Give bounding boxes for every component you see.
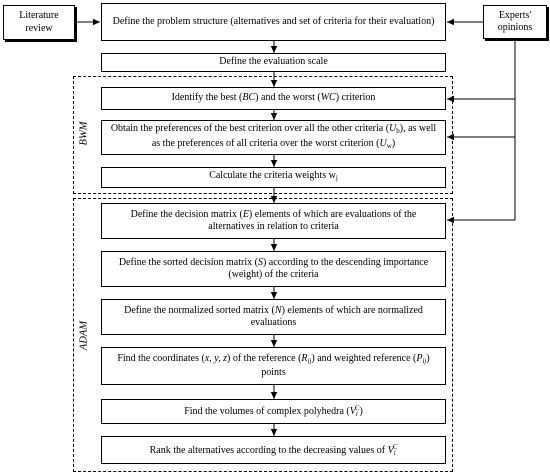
step-define-problem-structure: Define the problem structure (alternativ… xyxy=(101,3,446,41)
bwm-group-label: BWM xyxy=(78,121,90,146)
step8-text: Define the normalized sorted matrix (N) … xyxy=(124,304,423,329)
step10-text: Find the volumes of complex polyhedra (V… xyxy=(184,404,363,419)
literature-review-label: Literature review xyxy=(19,10,59,34)
step-obtain-preferences: Obtain the preferences of the best crite… xyxy=(101,120,446,155)
step7-text: Define the sorted decision matrix (S) ac… xyxy=(118,256,429,281)
step-define-decision-matrix: Define the decision matrix (E) elements … xyxy=(101,203,446,239)
step-calculate-weights: Calculate the criteria weights wj xyxy=(101,167,446,188)
step6-text: Define the decision matrix (E) elements … xyxy=(130,208,417,233)
step-define-sorted-matrix: Define the sorted decision matrix (S) ac… xyxy=(101,251,446,287)
adam-group xyxy=(73,198,453,472)
step-rank-alternatives: Rank the alternatives according to the d… xyxy=(101,436,446,464)
step-find-coordinates: Find the coordinates (x, y, z) of the re… xyxy=(101,347,446,385)
step4-text: Obtain the preferences of the best crite… xyxy=(110,123,437,150)
step3-text: Identify the best (BC) and the worst (WC… xyxy=(171,92,376,104)
step-define-normalized-matrix: Define the normalized sorted matrix (N) … xyxy=(101,299,446,335)
step-define-evaluation-scale: Define the evaluation scale xyxy=(101,53,446,72)
step9-text: Find the coordinates (x, y, z) of the re… xyxy=(117,352,430,379)
experts-opinions-box: Experts' opinions xyxy=(483,5,547,39)
step-find-volumes: Find the volumes of complex polyhedra (V… xyxy=(101,399,446,424)
literature-review-box: Literature review xyxy=(3,5,75,40)
experts-opinions-label: Experts' opinions xyxy=(497,9,533,34)
adam-group-label: ADAM xyxy=(78,320,90,351)
step11-text: Rank the alternatives according to the d… xyxy=(149,442,398,457)
bwm-group xyxy=(73,76,453,194)
step5-text: Calculate the criteria weights wj xyxy=(209,170,338,183)
step1-text: Define the problem structure (alternativ… xyxy=(112,15,435,27)
step2-text: Define the evaluation scale xyxy=(219,56,328,68)
step-identify-best-worst: Identify the best (BC) and the worst (WC… xyxy=(101,87,446,110)
